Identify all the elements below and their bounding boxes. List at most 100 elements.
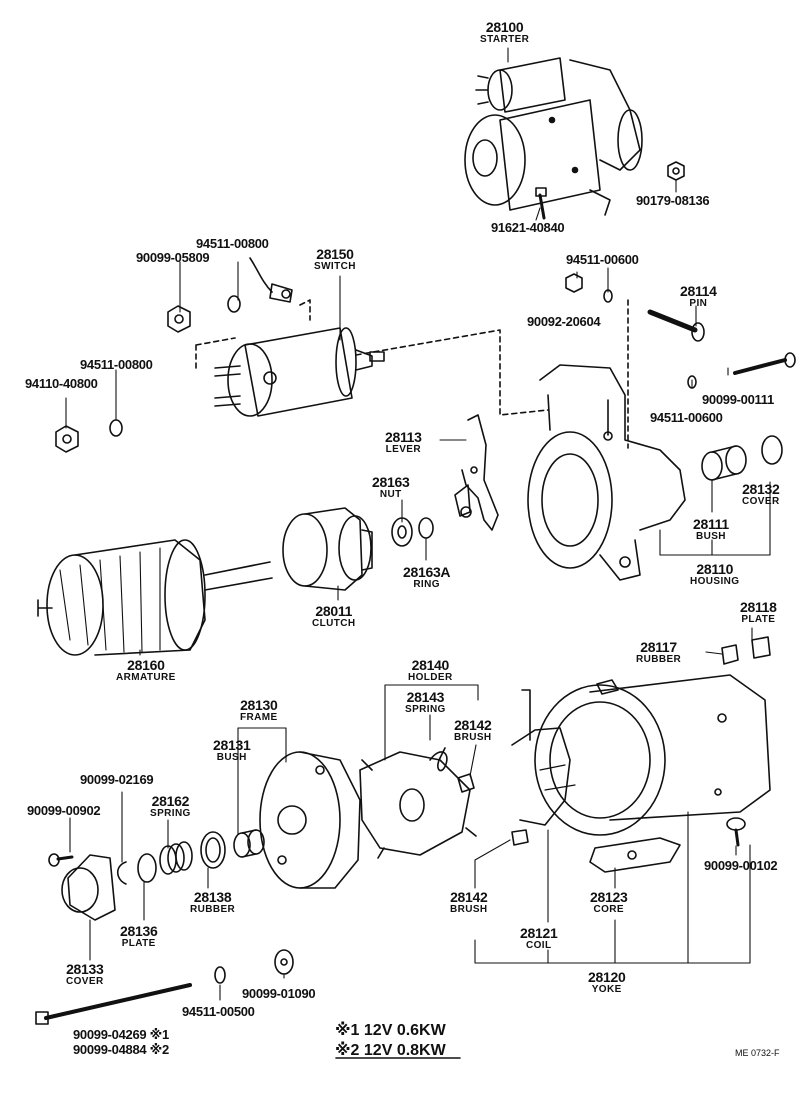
part-number-28140: 28140 <box>411 657 450 673</box>
part-name-core: CORE <box>593 904 624 915</box>
label-28114: 28114 PIN <box>680 284 717 309</box>
part-number-28160: 28160 <box>127 657 165 673</box>
label-28150: 28150 SWITCH <box>314 247 356 272</box>
part-name-nut: NUT <box>379 489 402 500</box>
pn-90099-00902: 90099-00902 <box>27 803 101 818</box>
label-28011: 28011 CLUTCH <box>312 604 356 629</box>
label-28138: 28138 RUBBER <box>190 890 235 915</box>
part-name-rubber-28138: RUBBER <box>190 904 236 915</box>
part-number-28121: 28121 <box>520 925 558 941</box>
screw-90099-00902-illustration <box>48 853 74 867</box>
part-name-housing: HOUSING <box>690 576 740 587</box>
part-name-plate: PLATE <box>741 614 776 625</box>
pn-94511-00600-upper: 94511-00600 <box>566 252 639 267</box>
label-28162: 28162 SPRING <box>150 794 191 819</box>
label-28100: 28100 STARTER <box>480 20 529 45</box>
pn-91621-40840: 91621-40840 <box>491 220 565 235</box>
part-name-holder: HOLDER <box>408 672 453 683</box>
pn-94511-00600-lower: 94511-00600 <box>650 410 723 425</box>
part-number-28162: 28162 <box>151 793 190 809</box>
rubber-28138-illustration <box>200 831 226 869</box>
part-name-coil: COIL <box>525 940 552 951</box>
part-number-28131: 28131 <box>213 737 251 753</box>
part-number-28142-lower: 28142 <box>450 889 488 905</box>
starter-assembly-illustration <box>464 57 643 216</box>
spring-28162-illustration <box>159 841 193 875</box>
nut-90179-08136-illustration <box>667 161 685 181</box>
washer-94511-00800b-illustration <box>109 419 123 437</box>
part-number-28143: 28143 <box>406 689 445 705</box>
label-28163A: 28163A RING <box>403 564 451 590</box>
pn-90099-01090: 90099-01090 <box>242 986 316 1001</box>
label-28142-upper: 28142 BRUSH <box>454 718 492 743</box>
label-28160: 28160 ARMATURE <box>116 658 176 683</box>
nut-94110-40800-illustration <box>55 425 79 453</box>
part-number-28163a: 28163A <box>403 564 451 580</box>
part-number-28110: 28110 <box>696 561 734 577</box>
screw-90099-00102-illustration <box>726 817 746 847</box>
leader-lines <box>65 47 771 1059</box>
pn-90099-04269: 90099-04269 ※1 <box>73 1027 169 1042</box>
part-name-cover-28133: COVER <box>66 976 104 987</box>
part-name-clutch: CLUTCH <box>312 618 356 629</box>
part-number-28130: 28130 <box>240 697 278 713</box>
pin-illustration <box>647 309 705 342</box>
part-number-28011: 28011 <box>315 603 353 619</box>
core-illustration <box>589 837 681 873</box>
label-28110: 28110 HOUSING <box>690 562 739 587</box>
cover-28133-illustration <box>61 854 116 921</box>
label-28111: 28111 BUSH <box>693 517 729 542</box>
part-name-switch: SWITCH <box>314 261 356 272</box>
clutch-illustration <box>282 507 373 591</box>
pn-94511-00500: 94511-00500 <box>182 1004 255 1019</box>
part-number-28100: 28100 <box>485 19 524 35</box>
lever-illustration <box>454 414 499 531</box>
cover-28132-illustration <box>761 435 783 465</box>
spring-28143-illustration <box>429 751 448 772</box>
part-number-28118: 28118 <box>740 599 777 615</box>
drawing-code: ME 0732-F <box>735 1048 780 1058</box>
switch-illustration <box>214 327 385 417</box>
label-28132: 28132 COVER <box>742 482 780 507</box>
through-bolt-illustration <box>35 983 192 1025</box>
pn-90092-20604: 90092-20604 <box>527 314 601 329</box>
coil-illustration <box>511 689 576 826</box>
bolt-90099-00111-illustration <box>733 352 796 375</box>
pn-94511-00800-lower: 94511-00800 <box>80 357 153 372</box>
part-name-spring-28162: SPRING <box>150 808 191 819</box>
housing-illustration <box>527 364 686 581</box>
label-28140: 28140 HOLDER <box>408 658 453 683</box>
switch-terminal-dashed-leader <box>195 299 311 371</box>
pn-90099-00111: 90099-00111 <box>702 392 774 407</box>
brush-holder-illustration <box>359 747 477 859</box>
label-28143: 28143 SPRING <box>405 690 446 715</box>
label-28142-lower: 28142 BRUSH <box>450 890 488 915</box>
part-name-yoke: YOKE <box>591 984 622 995</box>
armature-illustration <box>37 539 273 656</box>
pn-94511-00800-upper: 94511-00800 <box>196 236 269 251</box>
label-28117: 28117 RUBBER <box>636 640 681 665</box>
plate-28118-illustration <box>751 636 771 659</box>
part-number-28113: 28113 <box>385 429 422 445</box>
label-28120: 28120 YOKE <box>588 970 626 995</box>
pn-90099-02169: 90099-02169 <box>80 772 154 787</box>
part-name-bush-28131: BUSH <box>216 752 247 763</box>
part-number-28163: 28163 <box>372 474 410 490</box>
label-28121: 28121 COIL <box>520 925 558 951</box>
part-number-28133: 28133 <box>66 961 104 977</box>
part-number-28132: 28132 <box>742 481 780 497</box>
part-name-plate-28136: PLATE <box>121 938 156 949</box>
part-name-cover: COVER <box>742 496 780 507</box>
note-12v-0-8kw: ※2 12V 0.8KW <box>335 1042 446 1059</box>
part-number-28111: 28111 <box>693 516 729 532</box>
part-number-28138: 28138 <box>193 889 232 905</box>
e-ring-90099-02169-illustration <box>116 861 127 885</box>
label-28123: 28123 CORE <box>590 890 628 915</box>
bush-28111-illustration <box>701 445 747 481</box>
part-name-brush-lower: BRUSH <box>450 904 488 915</box>
label-28118: 28118 PLATE <box>740 600 777 625</box>
nut-90099-05809-illustration <box>167 305 191 333</box>
bolt-91621-40840-illustration <box>535 187 547 220</box>
